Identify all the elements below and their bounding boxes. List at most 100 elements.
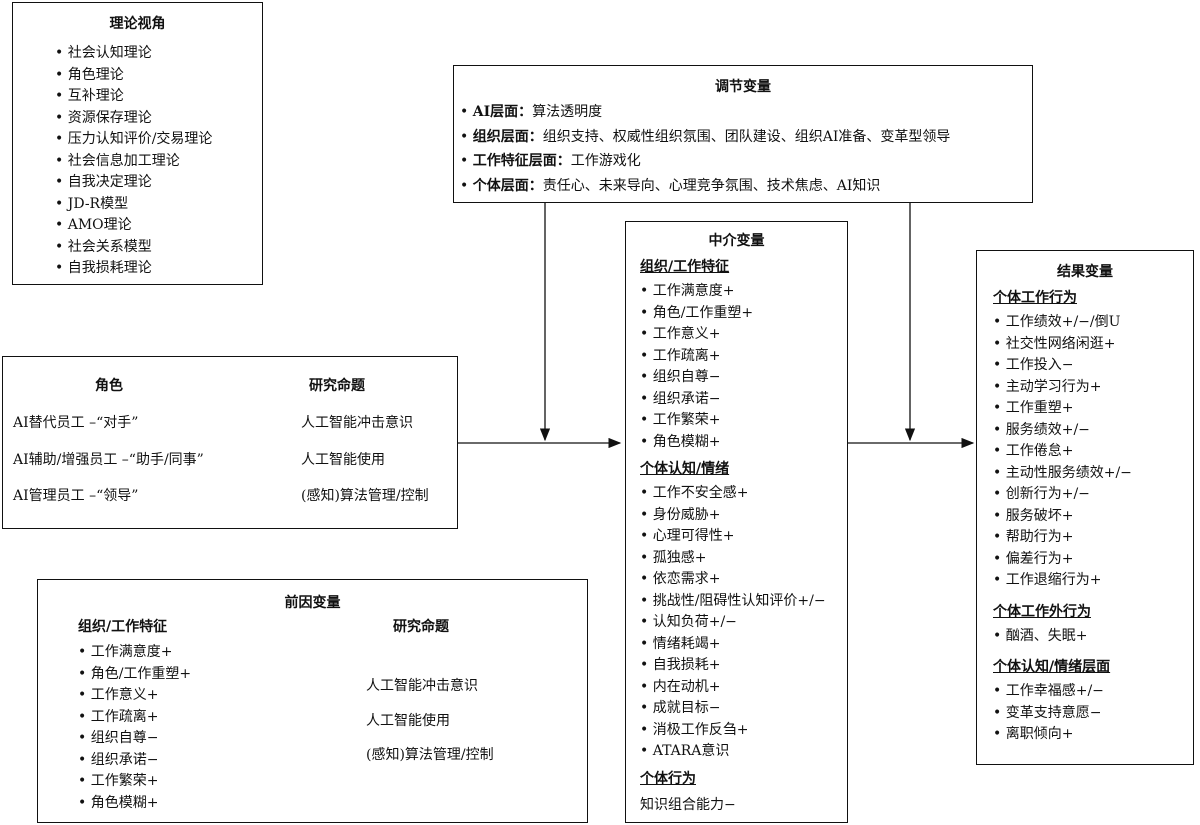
- antecedent-item: 角色/工作重塑+: [78, 664, 191, 686]
- outcome-item: 离职倾向+: [993, 724, 1132, 746]
- outcome-item: 服务破坏+: [993, 506, 1132, 528]
- theory-item: AMO理论: [55, 215, 212, 237]
- outcome-section-heading: 个体工作行为: [993, 290, 1077, 306]
- outcome-section-list: 酗酒、失眠+: [993, 626, 1132, 648]
- theory-item: 资源保存理论: [55, 108, 212, 130]
- theory-item: 自我损耗理论: [55, 258, 212, 280]
- outcome-item: 主动性服务绩效+/−: [993, 463, 1132, 485]
- mediator-item: 情绪耗竭+: [640, 634, 826, 656]
- antecedents-box: 前因变量 组织/工作特征 研究命题 工作满意度+角色/工作重塑+工作意义+工作疏…: [37, 579, 588, 823]
- theory-item: 角色理论: [55, 65, 212, 87]
- outcome-item: 服务绩效+/−: [993, 420, 1132, 442]
- roles-box: 角色 研究命题 AI替代员工 –“对手” 人工智能冲击意识 AI辅助/增强员工 …: [2, 356, 458, 529]
- outcome-item: 工作绩效+/−/倒U: [993, 312, 1132, 334]
- moderator-level-text: 责任心、未来导向、心理竞争氛围、技术焦虑、AI知识: [542, 177, 881, 194]
- prop-1: 人工智能冲击意识: [301, 415, 413, 431]
- theory-item: JD-R模型: [55, 194, 212, 216]
- moderator-box: 调节变量 AI层面：算法透明度组织层面：组织支持、权威性组织氛围、团队建设、组织…: [453, 65, 1033, 203]
- mediator-section-heading: 个体行为: [640, 770, 696, 787]
- outcome-item: 工作幸福感+/−: [993, 681, 1132, 703]
- moderator-row: 个体层面：责任心、未来导向、心理竞争氛围、技术焦虑、AI知识: [460, 174, 950, 199]
- moderator-row: 组织层面：组织支持、权威性组织氛围、团队建设、组织AI准备、变革型领导: [460, 125, 951, 150]
- outcome-item: 工作退缩行为+: [993, 570, 1132, 592]
- antecedent-item: 工作繁荣+: [78, 771, 191, 793]
- mediator-item: 工作疏离+: [640, 346, 826, 368]
- mediator-item: 孤独感+: [640, 548, 826, 570]
- moderator-title: 调节变量: [715, 79, 771, 95]
- mediator-item: 挑战性/阻碍性认知评价+/−: [640, 591, 826, 613]
- antecedents-list: 工作满意度+角色/工作重塑+工作意义+工作疏离+组织自尊−组织承诺−工作繁荣+角…: [78, 642, 191, 814]
- outcome-item: 工作倦怠+: [993, 441, 1132, 463]
- role-2: AI辅助/增强员工 –“助手/同事”: [13, 452, 204, 468]
- outcome-item: 创新行为+/−: [993, 484, 1132, 506]
- mediator-item: ATARA意识: [640, 741, 826, 763]
- mediator-item: 认知负荷+/−: [640, 612, 826, 634]
- theory-item: 自我决定理论: [55, 172, 212, 194]
- theory-title: 理论视角: [109, 16, 166, 32]
- ante-prop-2: 人工智能使用: [366, 713, 450, 729]
- outcome-item: 帮助行为+: [993, 527, 1132, 549]
- mediator-item: 工作意义+: [640, 324, 826, 346]
- mediator-item: 角色/工作重塑+: [640, 303, 826, 325]
- outcome-content: 个体工作行为工作绩效+/−/倒U社交性网络闲逛+工作投入−主动学习行为+工作重塑…: [993, 287, 1132, 755]
- mediator-item: 身份威胁+: [640, 505, 826, 527]
- outcome-section-heading: 个体工作外行为: [993, 603, 1091, 620]
- moderator-level-label: 组织层面：: [472, 128, 543, 145]
- outcome-item: 主动学习行为+: [993, 377, 1132, 399]
- outcome-item: 工作投入−: [993, 355, 1132, 377]
- outcome-item: 偏差行为+: [993, 549, 1132, 571]
- mediator-item: 自我损耗+: [640, 655, 826, 677]
- outcome-box: 结果变量 个体工作行为工作绩效+/−/倒U社交性网络闲逛+工作投入−主动学习行为…: [976, 250, 1194, 765]
- moderator-row: AI层面：算法透明度: [460, 100, 950, 125]
- antecedent-item: 组织承诺−: [78, 750, 191, 772]
- moderator-level-text: 工作游戏化: [570, 153, 641, 169]
- theory-box: 理论视角 社会认知理论角色理论互补理论资源保存理论压力认知评价/交易理论社会信息…: [12, 2, 263, 285]
- outcome-item: 工作重塑+: [993, 398, 1132, 420]
- roles-col-role: 角色: [95, 378, 123, 394]
- mediator-item: 工作满意度+: [640, 281, 826, 303]
- mediator-section-heading: 个体认知/情绪: [640, 461, 730, 477]
- role-3: AI管理员工 –“领导”: [13, 488, 139, 504]
- moderator-level-label: 个体层面：: [472, 177, 543, 194]
- mediator-box: 中介变量 组织/工作特征工作满意度+角色/工作重塑+工作意义+工作疏离+组织自尊…: [625, 221, 848, 823]
- ante-prop-3: (感知)算法管理/控制: [366, 747, 494, 763]
- roles-col-prop: 研究命题: [309, 378, 365, 394]
- mediator-item: 角色模糊+: [640, 432, 826, 454]
- antecedents-col-right: 研究命题: [393, 619, 449, 635]
- mediator-item: 依恋需求+: [640, 569, 826, 591]
- mediator-section-list: 工作不安全感+身份威胁+心理可得性+孤独感+依恋需求+挑战性/阻碍性认知评价+/…: [640, 483, 826, 763]
- theory-item: 压力认知评价/交易理论: [55, 129, 213, 151]
- moderator-rows: AI层面：算法透明度组织层面：组织支持、权威性组织氛围、团队建设、组织AI准备、…: [460, 100, 951, 199]
- outcome-section-list: 工作绩效+/−/倒U社交性网络闲逛+工作投入−主动学习行为+工作重塑+服务绩效+…: [993, 312, 1132, 592]
- mediator-item: 组织自尊−: [640, 367, 826, 389]
- mediator-item: 工作繁荣+: [640, 410, 826, 432]
- antecedent-item: 工作满意度+: [78, 642, 191, 664]
- mediator-plain-item: 知识组合能力−: [640, 796, 736, 813]
- outcome-item: 变革支持意愿−: [993, 703, 1132, 725]
- mediator-item: 心理可得性+: [640, 526, 826, 548]
- mediator-title: 中介变量: [708, 233, 765, 249]
- antecedent-item: 组织自尊−: [78, 728, 191, 750]
- prop-3: (感知)算法管理/控制: [301, 488, 429, 504]
- mediator-content: 组织/工作特征工作满意度+角色/工作重塑+工作意义+工作疏离+组织自尊−组织承诺…: [640, 256, 826, 817]
- antecedent-item: 工作意义+: [78, 685, 191, 707]
- theory-item: 社会认知理论: [55, 43, 212, 65]
- theory-item: 互补理论: [55, 86, 212, 108]
- mediator-item: 消极工作反刍+: [640, 720, 826, 742]
- antecedents-col-left: 组织/工作特征: [78, 619, 168, 635]
- mediator-section-heading: 组织/工作特征: [640, 259, 730, 275]
- mediator-item: 内在动机+: [640, 677, 826, 699]
- outcome-section-heading: 个体认知/情绪层面: [993, 659, 1111, 675]
- theory-list: 社会认知理论角色理论互补理论资源保存理论压力认知评价/交易理论社会信息加工理论自…: [55, 43, 213, 280]
- outcome-item: 社交性网络闲逛+: [993, 334, 1132, 356]
- mediator-item: 工作不安全感+: [640, 483, 826, 505]
- mediator-section-list: 工作满意度+角色/工作重塑+工作意义+工作疏离+组织自尊−组织承诺−工作繁荣+角…: [640, 281, 826, 453]
- prop-2: 人工智能使用: [301, 452, 385, 468]
- role-1: AI替代员工 –“对手”: [13, 415, 139, 431]
- moderator-level-text: 组织支持、权威性组织氛围、团队建设、组织AI准备、变革型领导: [542, 128, 951, 145]
- antecedents-title: 前因变量: [284, 595, 341, 611]
- antecedent-item: 角色模糊+: [78, 793, 191, 815]
- moderator-row: 工作特征层面：工作游戏化: [460, 149, 950, 174]
- ante-prop-1: 人工智能冲击意识: [366, 678, 478, 694]
- antecedent-item: 工作疏离+: [78, 707, 191, 729]
